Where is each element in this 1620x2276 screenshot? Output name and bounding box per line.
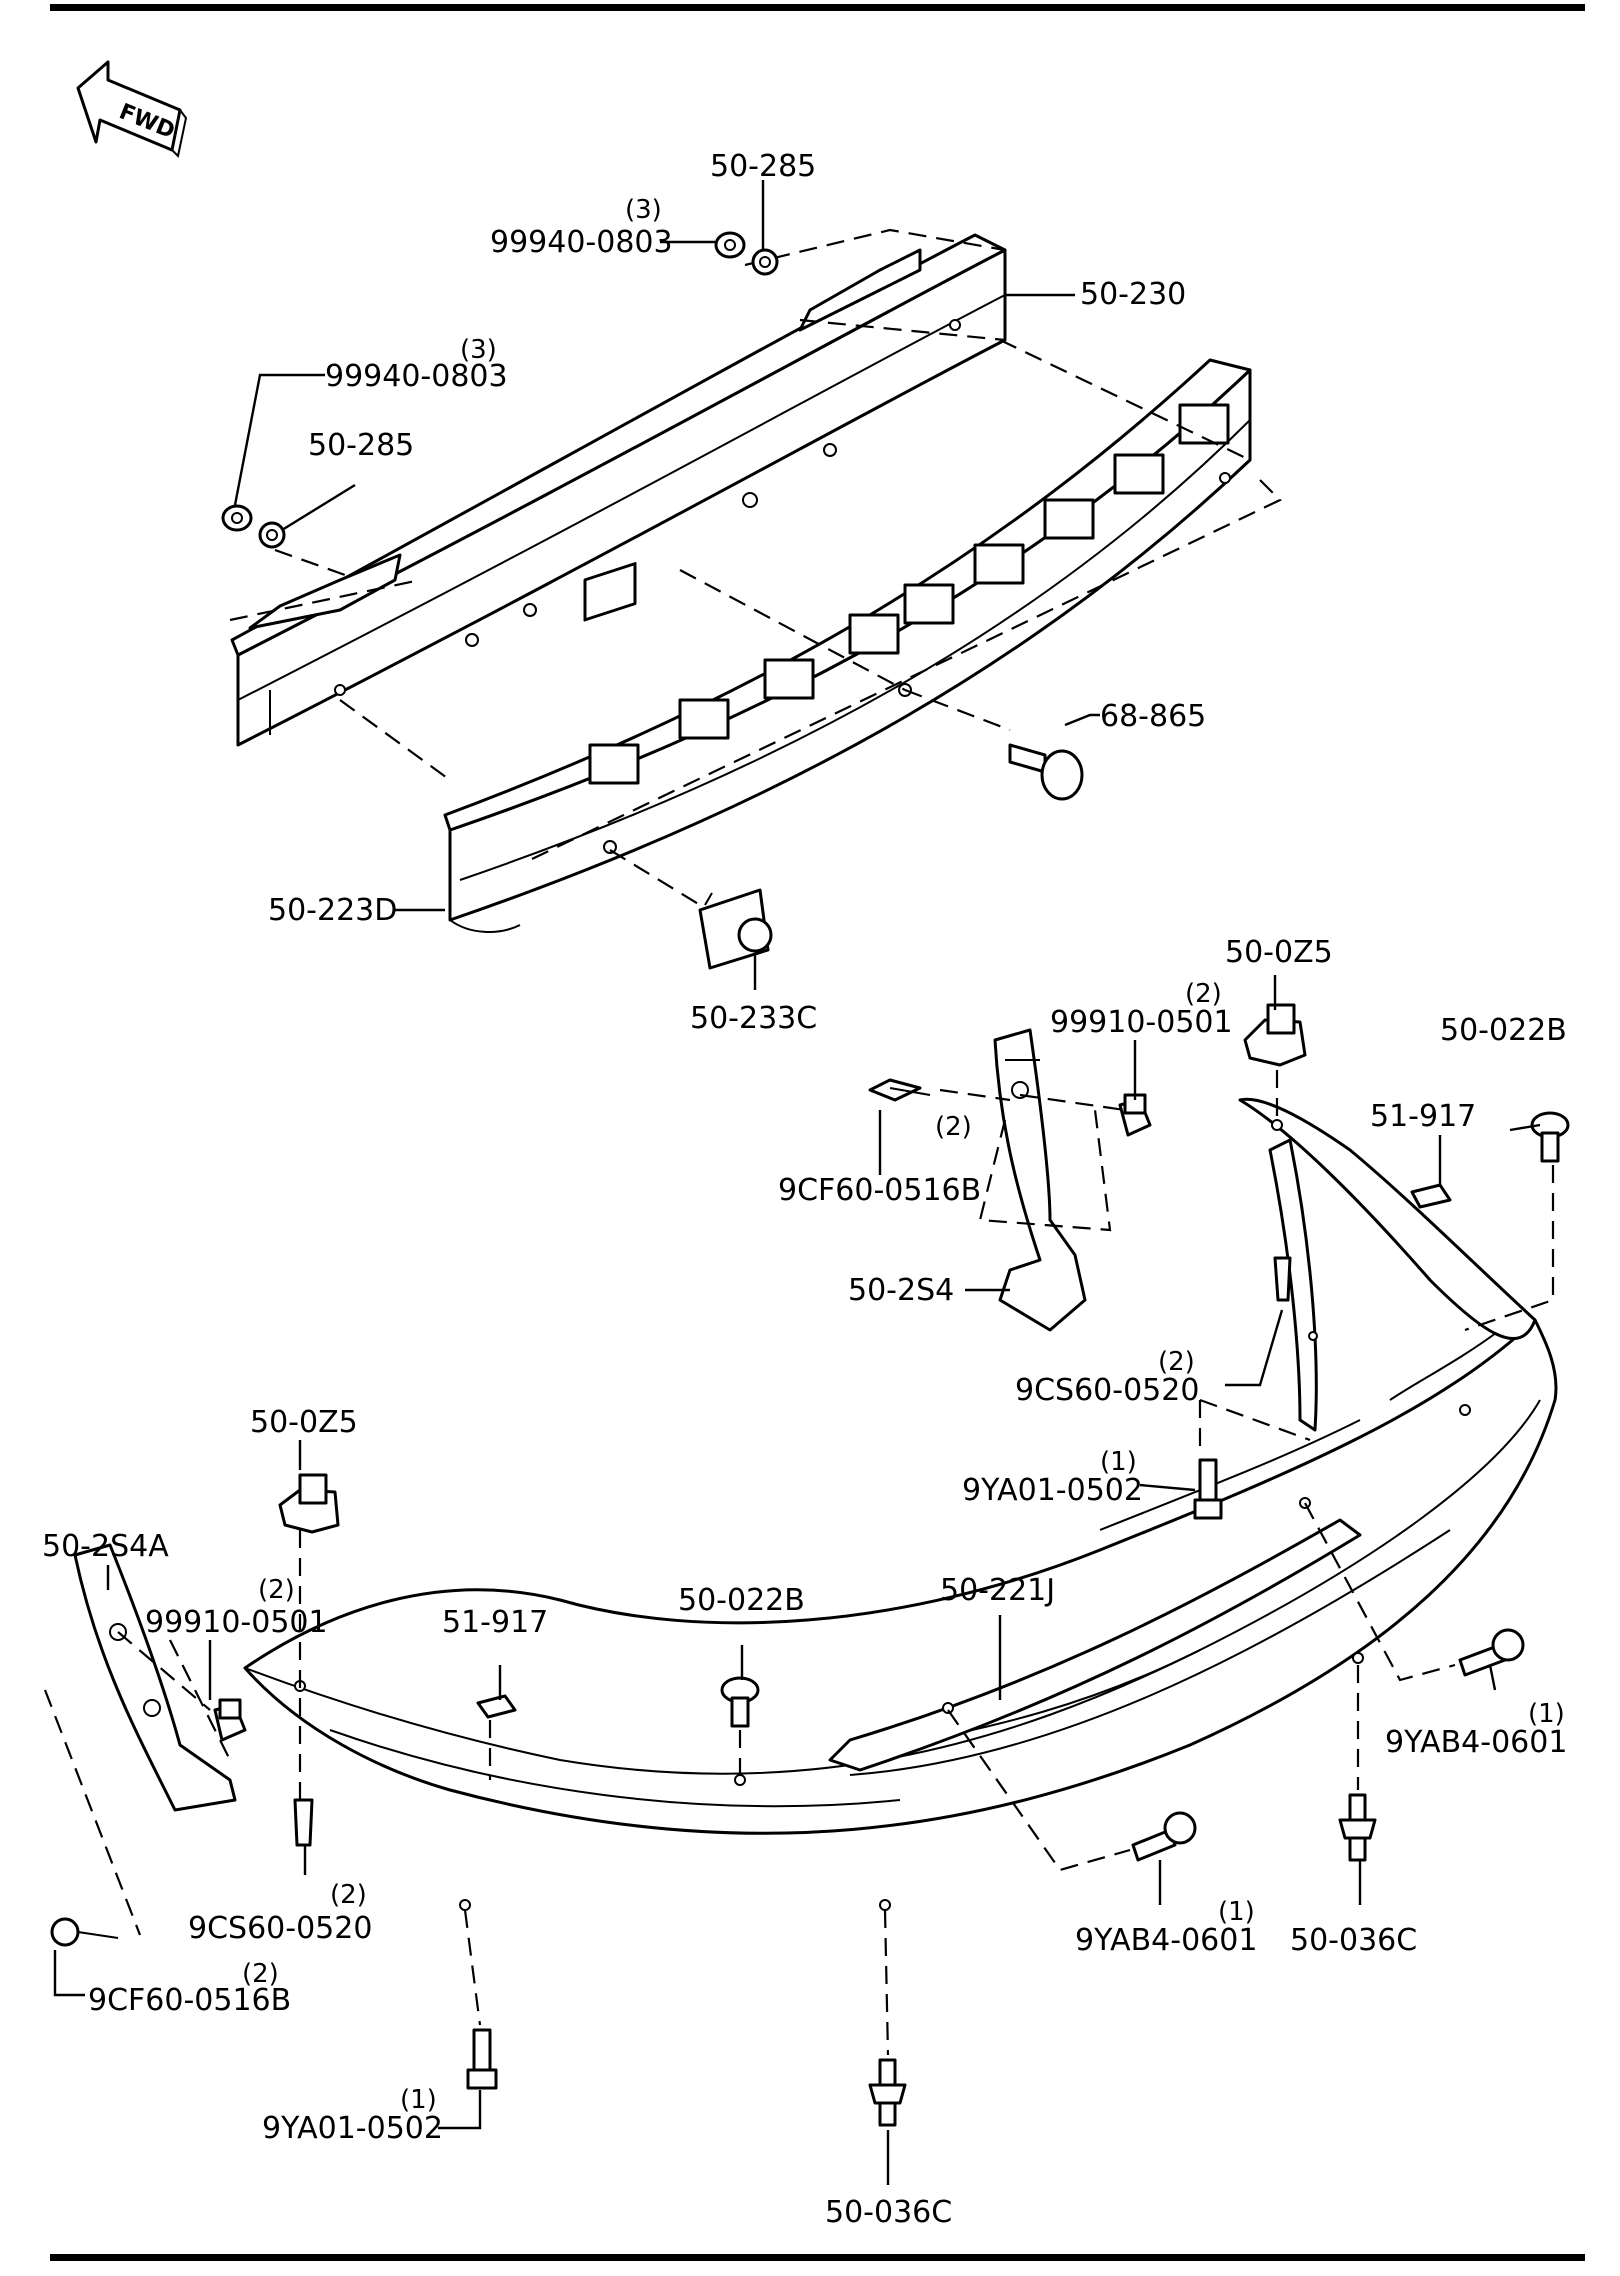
label-50-230: 50-230 [1080, 277, 1186, 312]
qty-9cf60-right: (2) [935, 1112, 972, 1142]
clip-nut-icon [698, 888, 773, 970]
label-99940-0803-top: 99940-0803 [490, 225, 673, 260]
label-50-233c: 50-233C [690, 1001, 817, 1036]
qty-9cs60-right: (2) [1158, 1347, 1195, 1377]
label-9cs60-0520-left: 9CS60-0520 [188, 1911, 372, 1946]
label-9ya01-0502-right: 9YA01-0502 [962, 1473, 1143, 1508]
qty-9cs60-left: (2) [330, 1880, 367, 1910]
screw-icon-9cs60-left [293, 1798, 314, 1847]
assembly-lines-bottom [43, 1070, 1555, 2056]
qty-9ya01-right: (1) [1100, 1447, 1137, 1477]
bolt-icon-9ya01-right [1193, 1458, 1223, 1520]
washer-icon-left [258, 521, 286, 549]
bolt-icon-9ya01-left [466, 2028, 498, 2090]
qty-99910-right: (2) [1185, 979, 1222, 1009]
leader-lines [53, 180, 1541, 2185]
screw-icon-9cs60-right [1273, 1256, 1292, 1302]
qty-99940-left: (3) [460, 335, 497, 365]
bumper-cover-part [243, 1318, 1558, 1911]
label-50-036c-bottom: 50-036C [825, 2195, 952, 2230]
top-rule [50, 4, 1585, 11]
part-labels: 50-285 (3) 99940-0803 50-230 (3) 99940-0… [42, 149, 1567, 2230]
label-50-022b-right: 50-022B [1440, 1013, 1567, 1048]
label-9yab4-0601-right: 9YAB4-0601 [1385, 1725, 1567, 1760]
bolt-icon-9cf60-right [868, 1078, 931, 1102]
label-50-223d: 50-223D [268, 893, 397, 928]
bolt-icon-9yab4-mid [1131, 1811, 1197, 1862]
label-9cf60-0516b-right: 9CF60-0516B [778, 1173, 981, 1208]
side-bracket-right-part [993, 1028, 1087, 1332]
qty-9cf60-left: (2) [242, 1959, 279, 1989]
fwd-arrow-icon: FWD [76, 60, 188, 159]
label-51-917-right: 51-917 [1370, 1099, 1476, 1134]
label-50-285-left: 50-285 [308, 428, 414, 463]
label-51-917-left: 51-917 [442, 1605, 548, 1640]
push-clip-icon-right [1530, 1111, 1570, 1163]
push-rivet-icon-bottom [868, 2058, 907, 2127]
bottom-rule [50, 2254, 1585, 2261]
label-sticker-icon-right [1410, 1183, 1452, 1209]
label-50-2s4a: 50-2S4A [42, 1529, 169, 1564]
bolt-icon-9cf60-left [50, 1917, 119, 1947]
rivet-icon [1008, 743, 1084, 801]
retainer-icon-left [213, 1698, 247, 1742]
label-50-285-top: 50-285 [710, 149, 816, 184]
nut-icon-left [221, 504, 253, 532]
label-68-865: 68-865 [1100, 699, 1206, 734]
label-9ya01-0502-left: 9YA01-0502 [262, 2111, 443, 2146]
qty-9ya01-left: (1) [400, 2085, 437, 2115]
bumper-absorber-part [443, 358, 1252, 933]
label-9yab4-0601-mid: 9YAB4-0601 [1075, 1923, 1257, 1958]
qty-9yab4-right: (1) [1528, 1699, 1565, 1729]
label-99910-0501-left: 99910-0501 [145, 1605, 328, 1640]
qty-99910-left: (2) [258, 1575, 295, 1605]
label-sticker-icon-left [476, 1694, 517, 1719]
label-99940-0803-left: 99940-0803 [325, 359, 508, 394]
qty-9yab4-mid: (1) [1218, 1897, 1255, 1927]
nut-icon [714, 231, 746, 259]
label-99910-0501-right: 99910-0501 [1050, 1005, 1233, 1040]
bolt-icon-9yab4-right [1458, 1628, 1525, 1677]
label-50-036c-right: 50-036C [1290, 1923, 1417, 1958]
retainer-icon-right [1118, 1093, 1152, 1137]
label-50-0z5-left: 50-0Z5 [250, 1405, 358, 1440]
clip-icon-right [1243, 1003, 1307, 1067]
label-50-0z5-right: 50-0Z5 [1225, 935, 1333, 970]
push-clip-icon-left [720, 1676, 760, 1728]
label-9cs60-0520-right: 9CS60-0520 [1015, 1373, 1199, 1408]
push-rivet-icon-right [1338, 1793, 1377, 1862]
cover-side-flange [1238, 1097, 1537, 1432]
label-9cf60-0516b-left: 9CF60-0516B [88, 1983, 291, 2018]
qty-99940-top: (3) [625, 195, 662, 225]
label-50-2s4: 50-2S4 [848, 1273, 954, 1308]
washer-icon [751, 248, 779, 276]
label-50-022b-left: 50-022B [678, 1583, 805, 1618]
assembly-lines-top [229, 228, 1282, 906]
label-50-221j: 50-221J [940, 1573, 1055, 1608]
clip-icon-left [278, 1473, 340, 1534]
